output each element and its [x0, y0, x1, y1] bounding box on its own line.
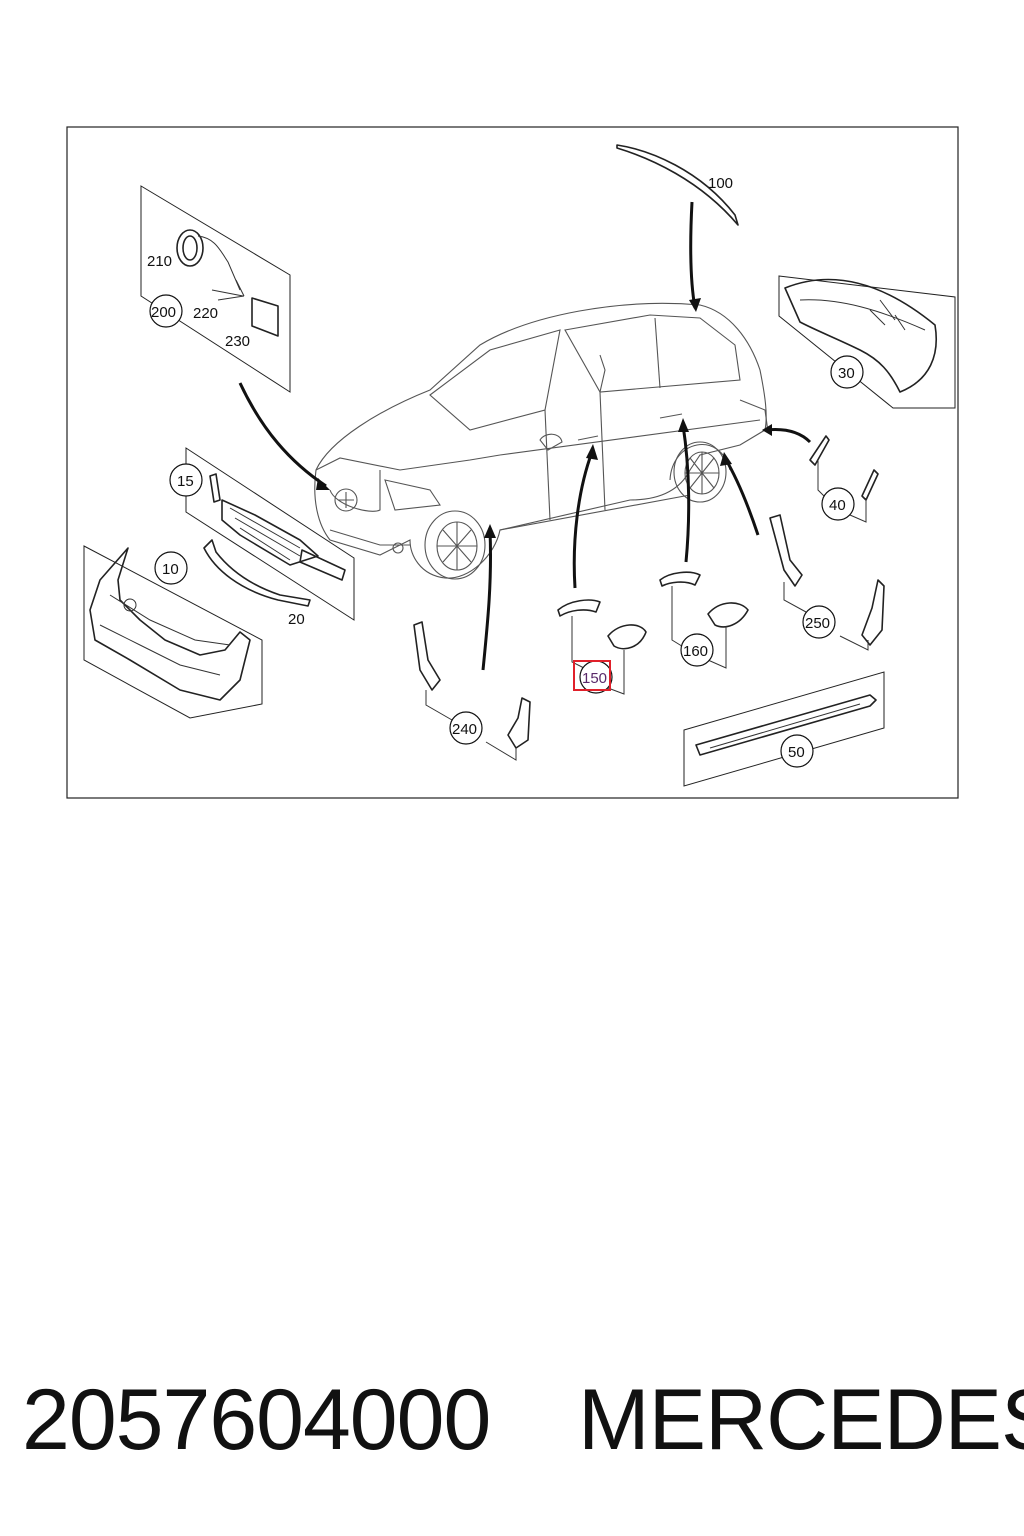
callout-150: 150 — [579, 660, 613, 694]
callout-210: 210 — [147, 253, 172, 270]
part-20-trim-strip[interactable] — [203, 539, 311, 607]
panel-30-rear-bumper — [778, 275, 956, 409]
callout-15: 15 — [169, 463, 203, 497]
arrow-200 — [238, 382, 327, 488]
brand-name: MERCEDES — [578, 1372, 1024, 1468]
callout-150-highlight — [573, 660, 611, 691]
part-160-rear-handle-covers[interactable] — [659, 571, 749, 669]
diagram-frame — [66, 126, 959, 799]
callout-230: 230 — [225, 333, 250, 350]
arrow-250 — [723, 457, 760, 536]
part-240-front-mudflaps[interactable] — [413, 621, 531, 761]
footer: 2057604000 MERCEDES — [0, 1360, 1024, 1480]
svg-text:50: 50 — [788, 744, 805, 761]
callout-10: 10 — [154, 551, 188, 585]
panel-200-emblem-group — [140, 185, 291, 393]
callout-240: 240 — [449, 711, 483, 745]
callout-160: 160 — [680, 633, 714, 667]
callout-220: 220 — [193, 305, 218, 322]
part-100-roof-spoiler[interactable] — [616, 144, 739, 226]
part-number: 2057604000 — [22, 1372, 491, 1468]
callout-40: 40 — [821, 487, 855, 521]
callout-250: 250 — [802, 605, 836, 639]
arrow-100 — [689, 201, 697, 309]
callout-20: 20 — [288, 611, 305, 628]
callout-200: 200 — [149, 294, 183, 328]
part-150-front-handle-covers[interactable] — [557, 599, 647, 695]
svg-text:240: 240 — [452, 721, 477, 738]
svg-text:10: 10 — [162, 561, 179, 578]
car-illustration — [314, 302, 769, 580]
part-250-rear-mudflaps[interactable] — [769, 514, 885, 651]
panel-15-grille — [185, 447, 355, 621]
svg-text:160: 160 — [683, 643, 708, 660]
arrow-150 — [572, 451, 594, 589]
parts-diagram: 100 210 200 220 230 30 15 — [66, 126, 959, 799]
callout-100: 100 — [708, 175, 733, 192]
svg-text:250: 250 — [805, 615, 830, 632]
panel-50-side-skirt — [683, 671, 885, 787]
svg-text:15: 15 — [177, 473, 194, 490]
svg-text:30: 30 — [838, 365, 855, 382]
arrow-160 — [681, 424, 691, 563]
svg-text:200: 200 — [151, 304, 176, 321]
callout-50: 50 — [780, 734, 814, 768]
arrow-240 — [481, 529, 493, 671]
panel-10-front-bumper — [83, 545, 263, 719]
part-40-reflectors[interactable] — [809, 435, 879, 523]
svg-text:150: 150 — [582, 670, 607, 687]
arrow-30 — [765, 428, 812, 444]
callout-30: 30 — [830, 355, 864, 389]
svg-text:40: 40 — [829, 497, 846, 514]
